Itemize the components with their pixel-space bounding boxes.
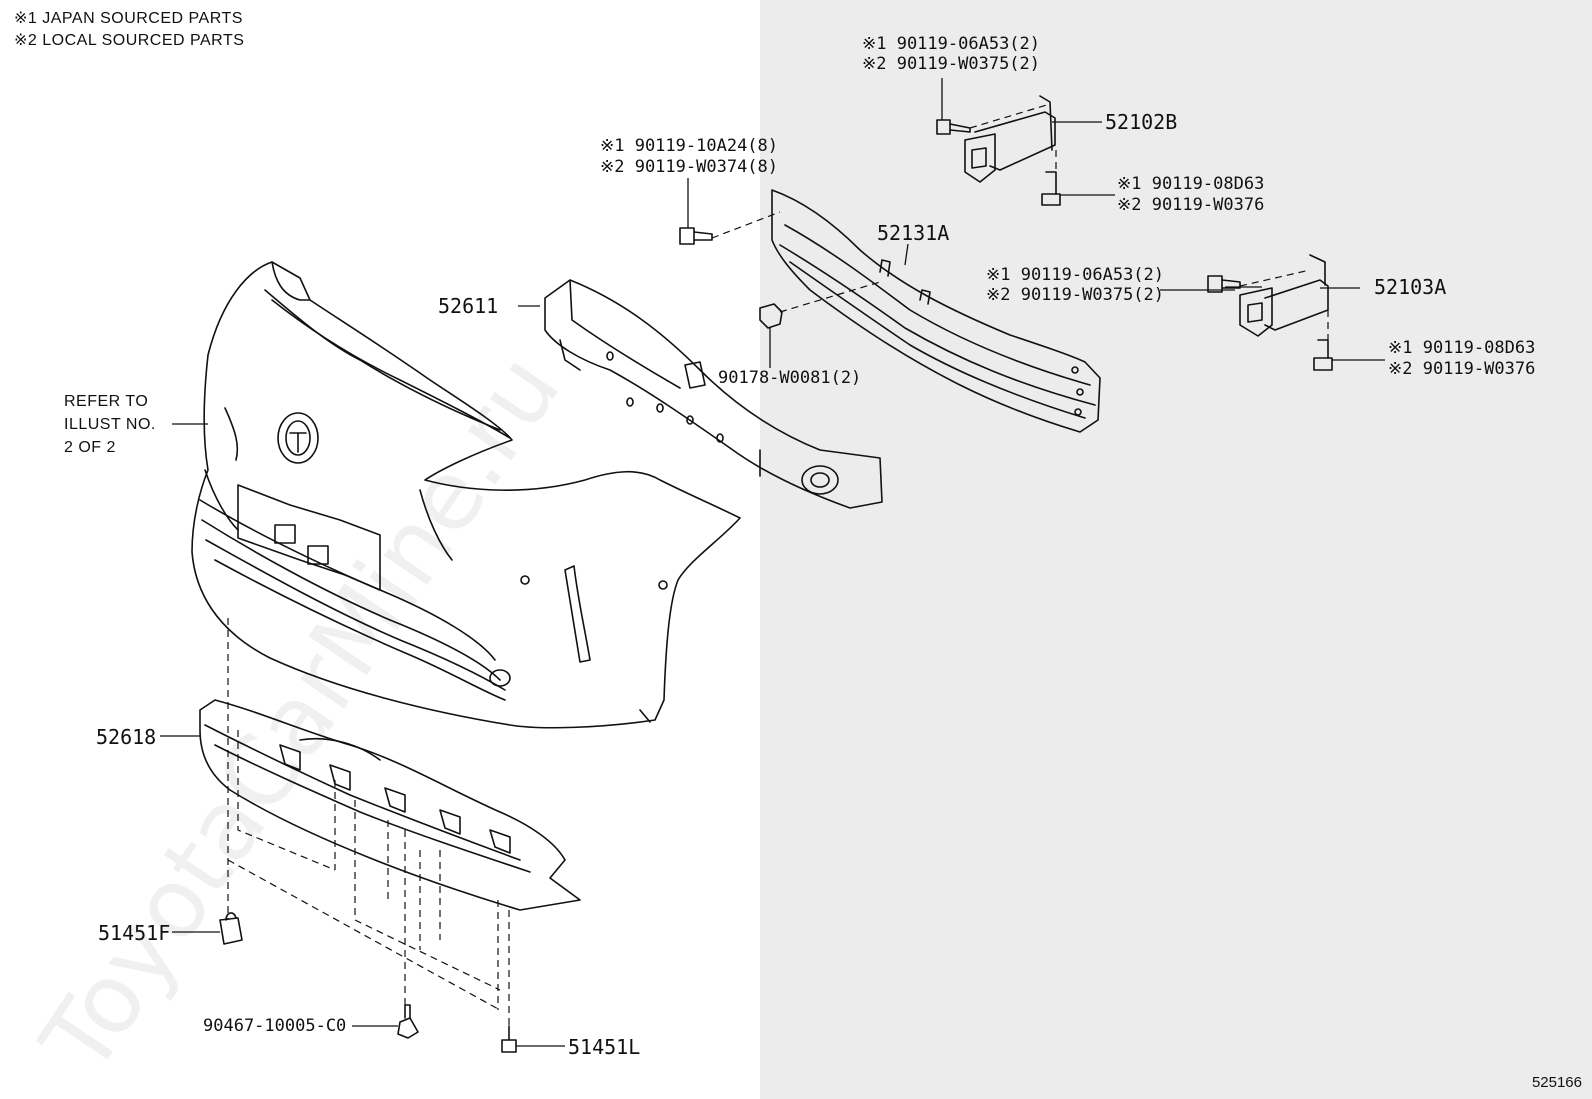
refer-line-3: 2 OF 2 — [64, 439, 116, 456]
fastener-mid-bolt-local[interactable]: ※2 90119-W0375(2) — [986, 285, 1165, 305]
part-label-90178[interactable]: 90178-W0081(2) — [718, 368, 862, 388]
part-label-52611[interactable]: 52611 — [438, 294, 499, 318]
fastener-nut-lower-japan[interactable]: ※1 90119-08D63 — [1388, 338, 1536, 358]
fastener-nut-lower-local[interactable]: ※2 90119-W0376 — [1388, 359, 1536, 379]
bumper-cover-drawing — [191, 261, 741, 729]
fasteners-drawing — [219, 119, 1333, 1053]
fastener-top-bolt-japan[interactable]: ※1 90119-06A53(2) — [862, 34, 1041, 54]
part-label-52103a[interactable]: 52103A — [1374, 275, 1447, 299]
legend-note-2: ※2 LOCAL SOURCED PARTS — [14, 32, 245, 49]
fastener-nut-upper-local[interactable]: ※2 90119-W0376 — [1117, 195, 1265, 215]
part-label-52131a[interactable]: 52131A — [877, 221, 950, 245]
fastener-nut-upper-japan[interactable]: ※1 90119-08D63 — [1117, 174, 1265, 194]
dashed-guides — [227, 103, 1329, 1026]
fastener-top-bolt-local[interactable]: ※2 90119-W0375(2) — [862, 54, 1041, 74]
fastener-bolt8-local[interactable]: ※2 90119-W0374(8) — [600, 157, 779, 177]
leader-lines — [160, 78, 1385, 1047]
bumper-reinforcement-drawing — [771, 189, 1101, 433]
background-panel — [760, 0, 1592, 1099]
legend-note-1: ※1 JAPAN SOURCED PARTS — [14, 10, 243, 27]
fastener-bolt8-japan[interactable]: ※1 90119-10A24(8) — [600, 136, 779, 156]
part-label-51451l[interactable]: 51451L — [568, 1035, 641, 1059]
under-cover-drawing — [199, 699, 581, 911]
part-label-52102b[interactable]: 52102B — [1105, 110, 1178, 134]
bracket-lower-drawing — [1239, 254, 1329, 337]
part-label-52618[interactable]: 52618 — [96, 725, 157, 749]
energy-absorber-drawing — [544, 279, 883, 509]
bracket-upper-drawing — [964, 95, 1056, 183]
fastener-mid-bolt-japan[interactable]: ※1 90119-06A53(2) — [986, 265, 1165, 285]
illustration-number: 525166 — [1531, 1074, 1582, 1091]
refer-line-2: ILLUST NO. — [64, 416, 156, 433]
part-label-51451f[interactable]: 51451F — [98, 921, 171, 945]
refer-line-1: REFER TO — [64, 393, 149, 410]
refer-note: REFER TO ILLUST NO. 2 OF 2 — [64, 390, 156, 459]
part-label-90467[interactable]: 90467-10005-C0 — [203, 1016, 347, 1036]
